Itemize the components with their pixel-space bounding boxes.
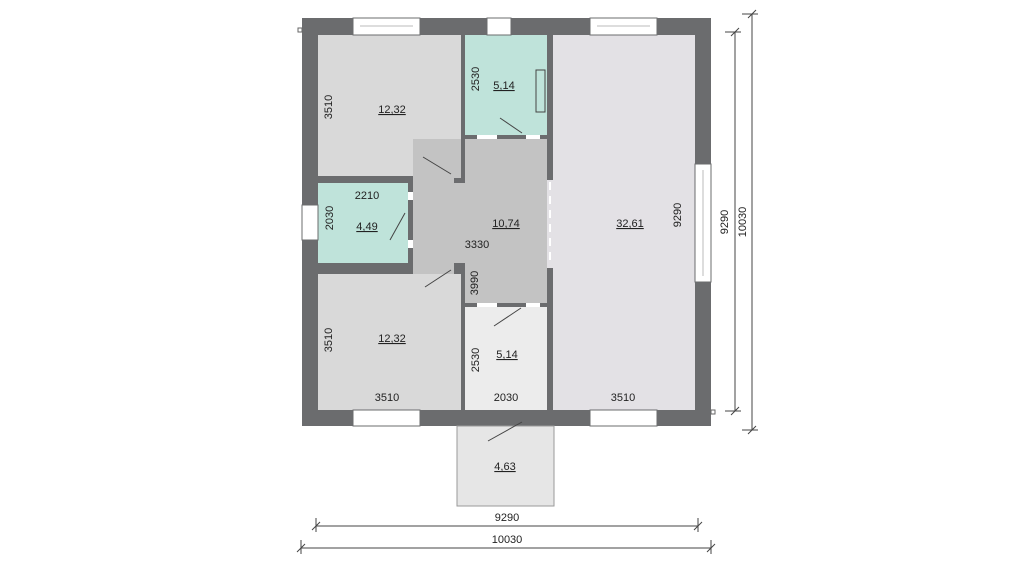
corner-mark bbox=[297, 27, 303, 33]
room-bathroom-top bbox=[465, 35, 547, 137]
door-opening bbox=[526, 135, 540, 139]
wall-interior bbox=[318, 176, 413, 183]
door-swing bbox=[422, 156, 452, 175]
dim-label-bedroom-bottom-height: 3510 bbox=[323, 328, 335, 352]
dim-label-bedroom-bottom-width: 3510 bbox=[375, 392, 399, 404]
door-swing bbox=[424, 269, 452, 288]
area-label-bedroom-bottom: 12,32 bbox=[378, 333, 406, 345]
dim-label-wc-width: 2210 bbox=[355, 190, 379, 202]
wall-interior bbox=[461, 35, 465, 183]
dim-label-hall-width: 3330 bbox=[465, 239, 489, 251]
dimension-lines bbox=[296, 9, 758, 554]
door-swing bbox=[389, 212, 406, 241]
dim-label-wc-height: 2030 bbox=[324, 206, 336, 230]
window bbox=[589, 409, 658, 427]
dim-label-inner-width: 9290 bbox=[495, 512, 519, 524]
dim-label-outer-height: 10030 bbox=[737, 207, 749, 238]
door-swing bbox=[487, 421, 523, 442]
dim-label-inner-height: 9290 bbox=[719, 210, 731, 234]
dim-label-bedroom-top-height: 3510 bbox=[323, 95, 335, 119]
area-label-hall: 10,74 bbox=[492, 218, 520, 230]
dim-label-living-height: 9290 bbox=[672, 203, 684, 227]
dim-label-vestibule-width: 2030 bbox=[494, 392, 518, 404]
window bbox=[486, 17, 512, 36]
area-label-vestibule: 5,14 bbox=[496, 349, 517, 361]
area-label-living: 32,61 bbox=[616, 218, 644, 230]
window bbox=[352, 409, 421, 427]
wall-interior bbox=[408, 183, 413, 263]
room-bedroom-bottom bbox=[318, 274, 461, 410]
corner-mark bbox=[710, 409, 716, 415]
area-label-porch: 4,63 bbox=[494, 461, 515, 473]
room-living bbox=[553, 35, 695, 410]
dim-label-vestibule-height: 2530 bbox=[470, 348, 482, 372]
wall-interior bbox=[461, 263, 465, 303]
window bbox=[301, 204, 319, 241]
room-wc bbox=[318, 183, 408, 263]
door-opening bbox=[526, 303, 540, 307]
wall-interior bbox=[454, 178, 465, 183]
dim-label-living-width: 3510 bbox=[611, 392, 635, 404]
dim-label-hall-height: 3990 bbox=[469, 271, 481, 295]
door-opening bbox=[408, 192, 413, 200]
dim-label-bath-top-height: 2530 bbox=[470, 67, 482, 91]
area-label-wc: 4,49 bbox=[356, 221, 377, 233]
room-vestibule bbox=[465, 307, 547, 410]
area-label-bedroom-top: 12,32 bbox=[378, 104, 406, 116]
dim-label-outer-width: 10030 bbox=[492, 534, 523, 546]
wall-interior bbox=[465, 303, 547, 307]
door-opening bbox=[408, 240, 413, 248]
door-opening bbox=[477, 135, 497, 139]
door-swing bbox=[499, 117, 523, 134]
room-porch bbox=[456, 425, 555, 507]
wall-interior bbox=[465, 135, 547, 139]
door-opening bbox=[477, 303, 497, 307]
wall-interior bbox=[318, 263, 413, 274]
bathtub-icon bbox=[535, 69, 546, 113]
wall-interior bbox=[454, 263, 465, 274]
door-swing bbox=[493, 307, 522, 327]
area-label-bathroom-top: 5,14 bbox=[493, 80, 514, 92]
